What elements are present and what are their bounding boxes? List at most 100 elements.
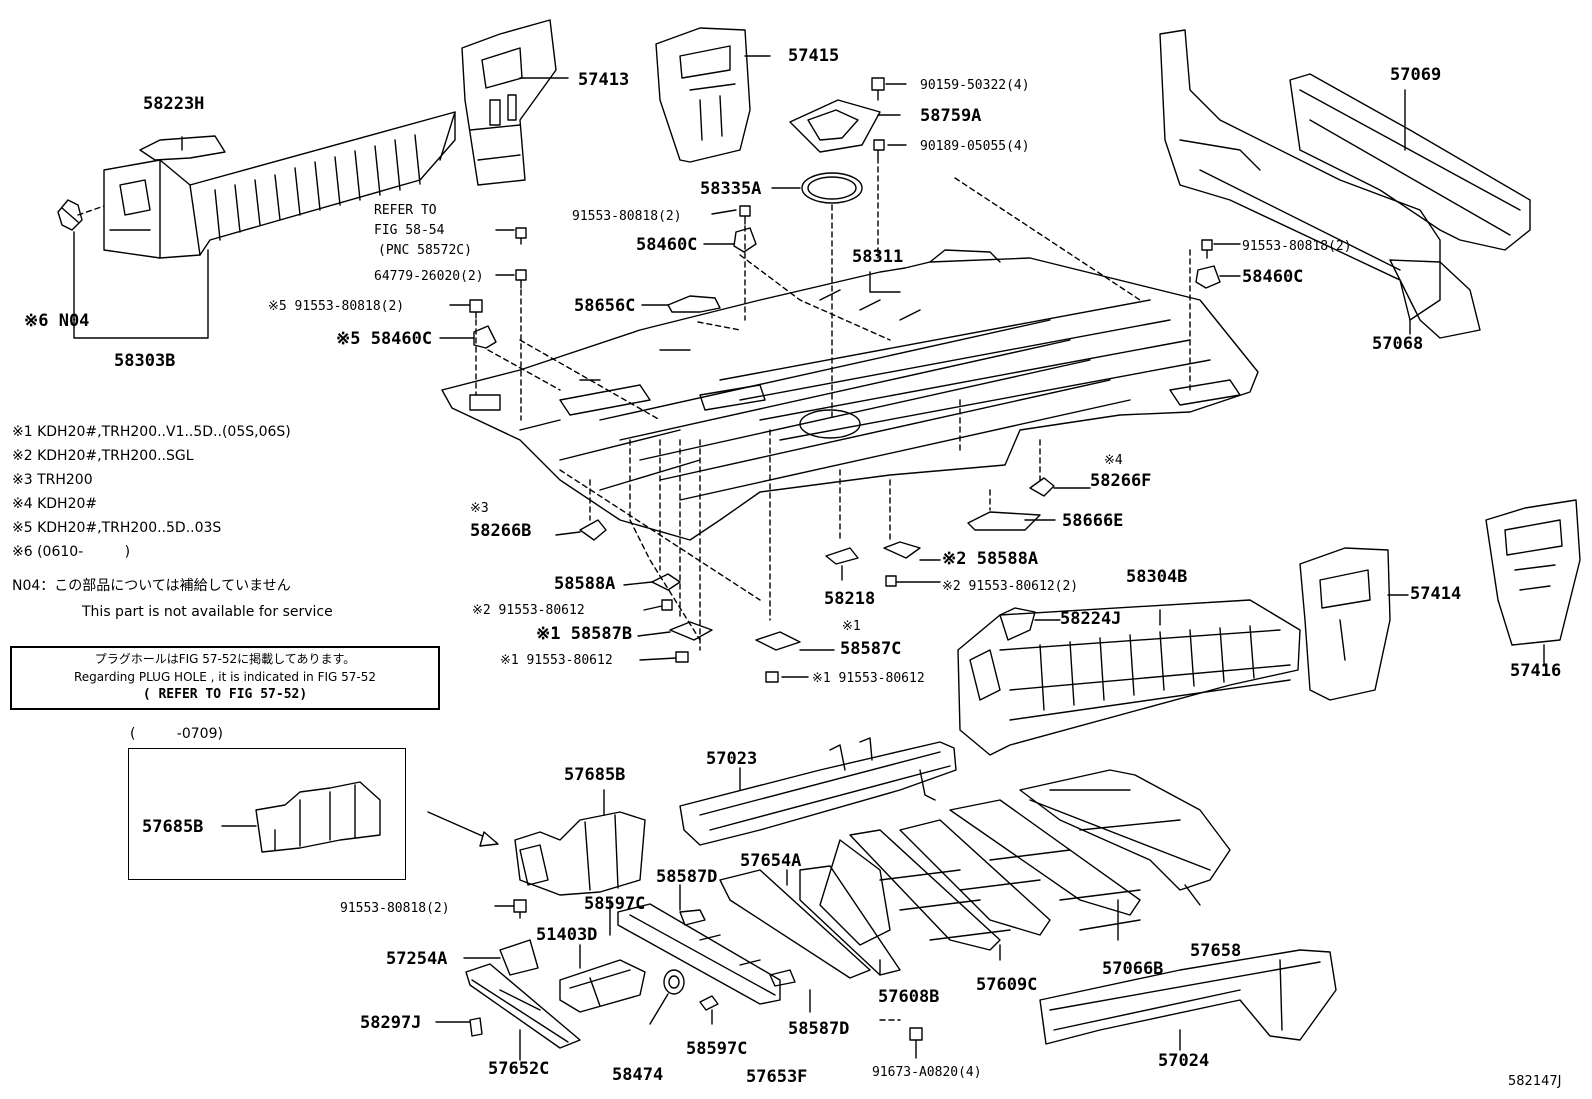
part-bolt-91553-lower [513,899,527,919]
label-91553-c: 91553-80818(2) [1242,239,1352,254]
label-58587c: 58587C [840,639,902,659]
note-4: ※4 KDH20# [12,496,98,512]
label-57416: 57416 [1510,661,1562,681]
part-58311-floor-shape [441,249,1259,541]
label-57023: 57023 [706,749,758,769]
label-58460c-c: 58460C [1242,267,1304,287]
assembly-lines [475,157,1191,1021]
label-58597c-b: 58597C [686,1039,748,1059]
label-58224j: 58224J [1060,609,1122,629]
note-6: ※6 (0610- ) [12,544,131,560]
label-57254a: 57254A [386,949,448,969]
inset-range-label: ( -0709) [130,726,223,742]
part-57023-shape [679,737,957,846]
label-58218: 58218 [824,589,876,609]
label-57685b: 57685B [564,765,626,785]
label-91553-80612-d: ※1 91553-80612 [812,671,925,686]
label-58588a-b: ※2 58588A [942,549,1039,569]
label-51403d: 51403D [536,925,598,945]
note-5: ※5 KDH20#,TRH200..5D..03S [12,520,222,536]
label-58460c-a: 58460C [636,235,698,255]
label-mark1: ※1 [842,619,861,634]
label-mark4: ※4 [1104,453,1123,468]
part-58460c-right-shape [1195,239,1221,289]
part-57415-shape [655,27,751,163]
label-58335a: 58335A [700,179,762,199]
label-57415: 57415 [788,46,840,66]
label-n04: ※6 N04 [24,311,90,331]
part-57416-shape [1485,499,1581,646]
label-91673: 91673-A0820(4) [872,1065,982,1080]
label-91553-b: ※5 91553-80818(2) [268,299,405,314]
label-58460c-b: ※5 58460C [336,329,433,349]
inset-box [128,748,406,880]
label-57069: 57069 [1390,65,1442,85]
label-57413: 57413 [578,70,630,90]
part-57414-shape [1299,547,1391,701]
label-58759a: 58759A [920,106,982,126]
part-58656c-shape [667,295,721,313]
part-57024-shape [1039,949,1337,1045]
label-58223h: 58223H [143,94,205,114]
label-57652c: 57652C [488,1059,550,1079]
label-58266f: 58266F [1090,471,1152,491]
label-57066b: 57066B [1102,959,1164,979]
label-91553-80612-a: ※2 91553-80612 [472,603,585,618]
label-refer-1: REFER TO [374,203,437,218]
label-64779: 64779-26020(2) [374,269,484,284]
part-57254a-shape [499,939,539,976]
label-57608b: 57608B [878,987,940,1007]
part-bolt-91673 [909,1027,923,1049]
note-n04-en: This part is not available for service [82,604,333,620]
label-57653f: 57653F [746,1067,808,1087]
part-57685b-inset-shape [255,781,381,853]
label-58597c-a: 58597C [584,894,646,914]
label-57024: 57024 [1158,1051,1210,1071]
note-1: ※1 KDH20#,TRH200..V1..5D..(05S,06S) [12,424,291,440]
part-left-fasteners [469,227,527,349]
label-mark3: ※3 [470,501,489,516]
label-57609c: 57609C [976,975,1038,995]
label-91553-80612-b: ※1 91553-80612 [500,653,613,668]
note-3: ※3 TRH200 [12,472,93,488]
part-58297j-shape [469,1017,483,1037]
label-58303b: 58303B [114,351,176,371]
part-57413-shape [461,19,557,186]
label-58656c: 58656C [574,296,636,316]
note-n04-jp: N04：この部品については補給していません [12,578,291,594]
part-51403d-shape [559,959,646,1013]
part-57653f-shape [617,903,796,1005]
label-58266b: 58266B [470,521,532,541]
note-2: ※2 KDH20#,TRH200..SGL [12,448,194,464]
label-58588a-a: 58588A [554,574,616,594]
part-small-clips [651,541,921,683]
part-57652c-shape [465,963,581,1049]
part-57685b-shape [514,811,646,896]
label-58587d-b: 58587D [788,1019,850,1039]
part-58304b-shape [957,599,1301,756]
part-brackets-group [579,477,1055,541]
part-57069-shape [1159,29,1531,339]
label-90189: 90189-05055(4) [920,139,1030,154]
part-58303b-shape [57,111,456,259]
label-58666e: 58666E [1062,511,1124,531]
plug-hole-note-box: プラグホールはFIG 57-52に掲載してあります。 Regarding PLU… [10,646,440,710]
part-hole-cover-group [789,77,885,204]
label-57068: 57068 [1372,334,1424,354]
label-57654a: 57654A [740,851,802,871]
label-58587b: ※1 58587B [536,624,633,644]
label-57414: 57414 [1410,584,1462,604]
label-57658: 57658 [1190,941,1242,961]
label-90159: 90159-50322(4) [920,78,1030,93]
label-refer-3: (PNC 58572C) [378,243,472,258]
label-91553-d: 91553-80818(2) [340,901,450,916]
label-58474: 58474 [612,1065,664,1085]
plug-box-jp: プラグホールはFIG 57-52に掲載してあります。 [94,652,356,666]
label-91553-a: 91553-80818(2) [572,209,682,224]
plug-box-ref: ( REFER TO FIG 57-52) [142,687,308,702]
label-58304b: 58304B [1126,567,1188,587]
label-58587d-a: 58587D [656,867,718,887]
plug-box-en: Regarding PLUG HOLE , it is indicated in… [73,670,377,684]
label-58297j: 58297J [360,1013,422,1033]
